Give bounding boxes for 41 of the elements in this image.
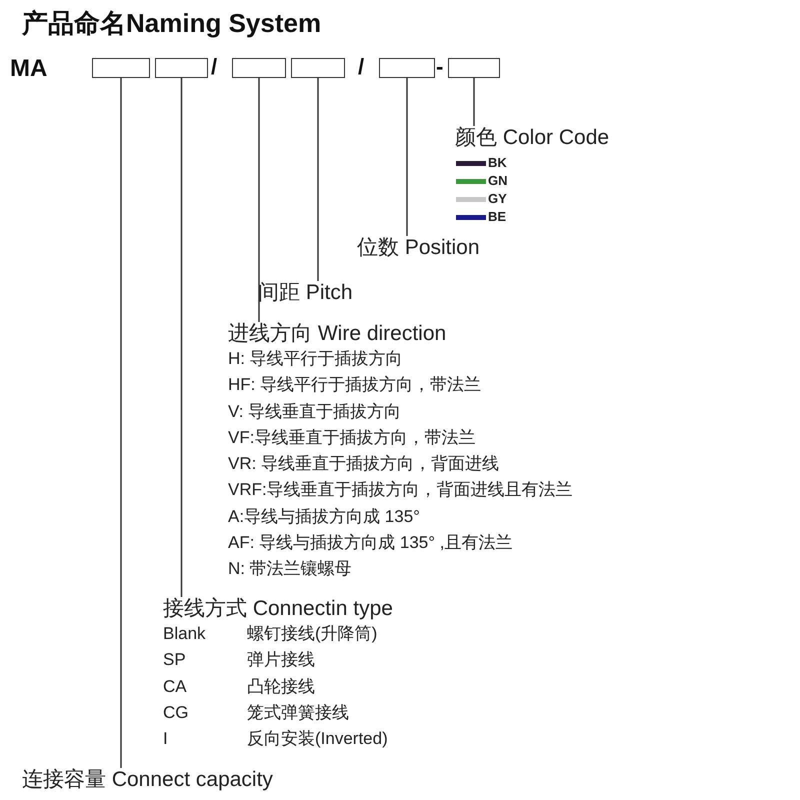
leader-line <box>473 78 475 126</box>
list-item: AF: 导线与插拔方向成 135° ,且有法兰 <box>228 532 514 554</box>
list-item: VR: 导线垂直于插拔方向，背面进线 <box>228 453 500 476</box>
separator: - <box>436 55 444 79</box>
leader-line <box>317 78 319 281</box>
legend-label: GN <box>488 173 508 189</box>
list-item: VRF:导线垂直于插拔方向，背面进线且有法兰 <box>228 479 573 502</box>
list-item: I 反向安装(Inverted) <box>163 728 389 750</box>
list-item: A:导线与插拔方向成 135° <box>228 506 421 528</box>
heading: 颜色 Color Code <box>455 126 610 150</box>
list-item: Blank 螺钉接线(升降筒) <box>163 623 378 645</box>
code-box <box>232 58 286 78</box>
heading: 连接容量 Connect capacity <box>22 768 273 792</box>
list-item: CA 凸轮接线 <box>163 676 316 698</box>
heading: 进线方向 Wire direction <box>228 322 448 346</box>
list-item: V: 导线垂直于插拔方向 <box>228 400 402 423</box>
code-prefix: MA <box>10 57 48 81</box>
separator: / <box>211 55 218 79</box>
list-item: N: 带法兰镶螺母 <box>228 558 353 580</box>
separator: / <box>358 55 364 79</box>
legend-label: GY <box>488 191 507 207</box>
code-box <box>379 58 435 78</box>
leader-line <box>406 78 408 236</box>
leader-line <box>258 78 260 322</box>
list-item: H: 导线平行于插拔方向 <box>228 348 404 370</box>
heading: 接线方式 Connectin type <box>163 597 393 621</box>
leader-line <box>180 78 182 597</box>
list-item: SP 弹片接线 <box>163 649 316 672</box>
title: 产品命名Naming System <box>22 7 322 40</box>
legend-label: BE <box>488 209 506 225</box>
list-item: HF: 导线平行于插拔方向，带法兰 <box>228 374 482 396</box>
code-box <box>448 58 500 78</box>
list-item: VF:导线垂直于插拔方向，带法兰 <box>228 426 476 449</box>
legend-label: BK <box>488 155 507 171</box>
code-box <box>155 58 208 78</box>
code-box <box>92 58 150 78</box>
code-box <box>291 58 345 78</box>
heading: 间距 Pitch <box>258 281 353 305</box>
heading: 位数 Position <box>357 236 480 260</box>
leader-line <box>120 78 122 768</box>
list-item: CG 笼式弹簧接线 <box>163 702 350 724</box>
